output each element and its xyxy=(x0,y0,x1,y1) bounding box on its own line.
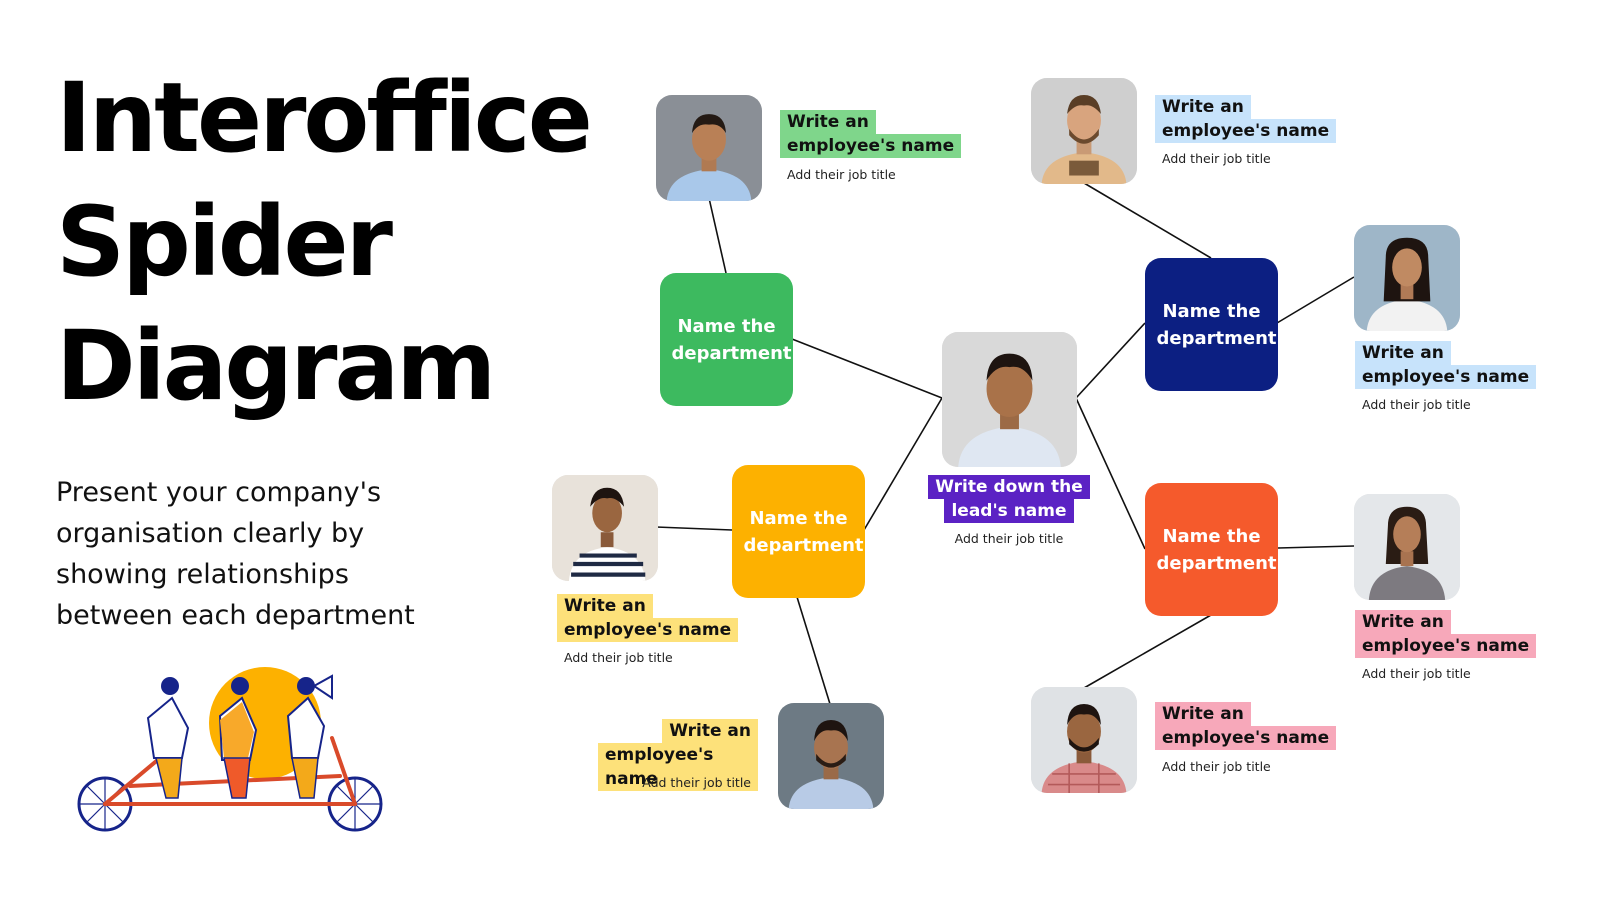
employee-name-line: Write an xyxy=(780,110,876,134)
department-box-green[interactable]: Name the department xyxy=(660,273,793,406)
department-label: Name the department xyxy=(1156,525,1277,574)
employee-name-label: Write an employee's name xyxy=(780,110,962,158)
connector-amber-emp4 xyxy=(655,526,733,531)
department-box-navy[interactable]: Name the department xyxy=(1145,258,1278,391)
employee-name-line: Write an xyxy=(1155,702,1251,726)
employee-job-title: Add their job title xyxy=(1162,759,1271,774)
employee-name-line: employee's name xyxy=(1155,119,1337,143)
department-label: Name the department xyxy=(1156,300,1277,349)
connector-orange-emp6 xyxy=(1277,545,1355,549)
employee-job-title: Add their job title xyxy=(787,167,896,182)
person-avatar-icon xyxy=(1354,494,1460,600)
connector-navy-emp2 xyxy=(1083,182,1212,259)
employee-name-line: employee's name xyxy=(1155,726,1337,750)
connector-lead-navy xyxy=(1075,322,1146,399)
employee-name-line: Write an xyxy=(1355,610,1451,634)
employee-name-line: employee's name xyxy=(598,743,758,791)
employee-name-label: Write an employee's name xyxy=(1155,95,1337,143)
connector-lead-orange xyxy=(1075,397,1146,550)
employee-job-title: Add their job title xyxy=(564,650,673,665)
subtitle-line: showing relationships xyxy=(56,559,349,590)
person-avatar-icon xyxy=(656,95,762,201)
employee-name-line: Write an xyxy=(1155,95,1251,119)
tandem-bicycle-illustration xyxy=(77,667,383,832)
employee-name-line: employee's name xyxy=(1355,634,1537,658)
subtitle-line: Present your company's xyxy=(56,477,382,508)
employee-photo xyxy=(1031,687,1137,793)
connector-navy-emp3 xyxy=(1276,276,1355,324)
employee-photo xyxy=(778,703,884,809)
employee-photo xyxy=(552,475,658,581)
person-avatar-icon xyxy=(942,332,1077,467)
employee-name-label: Write an employee's name xyxy=(1355,341,1537,389)
lead-name-line: Write down the xyxy=(928,475,1090,499)
lead-name-label: Write down the lead's name xyxy=(924,475,1094,523)
employee-name-line: employee's name xyxy=(780,134,962,158)
department-box-orange[interactable]: Name the department xyxy=(1145,483,1278,616)
employee-photo xyxy=(1354,225,1460,331)
employee-name-line: employee's name xyxy=(1355,365,1537,389)
employee-name-label: Write an employee's name xyxy=(1155,702,1337,750)
page-title: Interoffice Spider Diagram xyxy=(56,56,596,428)
person-avatar-icon xyxy=(1354,225,1460,331)
person-avatar-icon xyxy=(1031,78,1137,184)
employee-job-title: Add their job title xyxy=(1362,397,1471,412)
person-avatar-icon xyxy=(1031,687,1137,793)
employee-name-label: Write an employee's name xyxy=(598,719,758,791)
title-line: Spider xyxy=(56,186,393,298)
employee-name-label: Write an employee's name xyxy=(1355,610,1537,658)
connector-orange-emp7 xyxy=(1083,614,1212,689)
employee-name-line: Write an xyxy=(557,594,653,618)
employee-job-title: Add their job title xyxy=(1162,151,1271,166)
lead-job-title: Add their job title xyxy=(954,531,1064,546)
connector-green-emp1 xyxy=(708,197,727,274)
title-line: Diagram xyxy=(56,310,496,422)
employee-photo xyxy=(1354,494,1460,600)
employee-name-line: Write an xyxy=(1355,341,1451,365)
connector-amber-emp5 xyxy=(796,596,831,705)
employee-photo xyxy=(1031,78,1137,184)
employee-name-label: Write an employee's name xyxy=(557,594,739,642)
subtitle-line: organisation clearly by xyxy=(56,518,365,549)
department-label: Name the department xyxy=(743,507,864,556)
person-avatar-icon xyxy=(552,475,658,581)
person-avatar-icon xyxy=(778,703,884,809)
employee-name-line: Write an xyxy=(662,719,758,743)
employee-photo xyxy=(656,95,762,201)
employee-job-title: Add their job title xyxy=(1362,666,1471,681)
employee-name-line: employee's name xyxy=(557,618,739,642)
page-subtitle: Present your company's organisation clea… xyxy=(56,472,456,636)
connector-lead-green xyxy=(791,338,943,399)
connector-lead-amber xyxy=(863,397,943,531)
department-label: Name the department xyxy=(671,315,792,364)
department-box-amber[interactable]: Name the department xyxy=(732,465,865,598)
employee-job-title: Add their job title xyxy=(642,775,751,790)
title-line: Interoffice xyxy=(56,62,593,174)
lead-name-line: lead's name xyxy=(944,499,1074,523)
subtitle-line: between each department xyxy=(56,600,415,631)
lead-photo xyxy=(942,332,1077,467)
